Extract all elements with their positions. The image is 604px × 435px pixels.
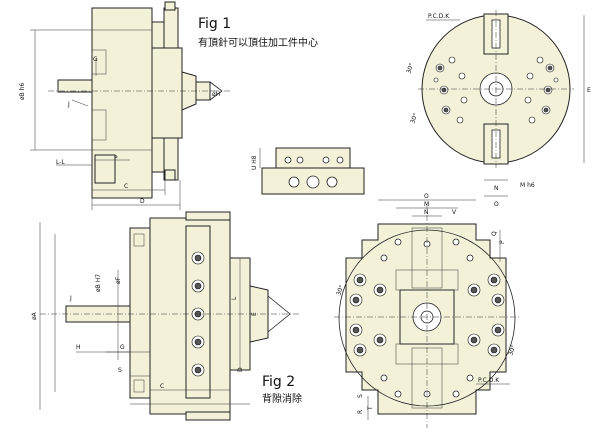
dim-P-fig2: P (499, 240, 506, 244)
dim-O-fig2: O (424, 193, 429, 200)
dim-angle-30-d: 30° (507, 344, 517, 356)
dim-phiB-h6: øB h6 (19, 83, 26, 100)
jaw-detail (259, 147, 365, 195)
dim-angle-30-b: 30° (409, 112, 419, 124)
dim-J-fig2: J (69, 295, 72, 302)
dim-J: J (67, 101, 70, 108)
fig2-title: Fig 2 (262, 374, 295, 390)
fig1-caption: 有頂針可以頂住加工件中心 (198, 36, 318, 49)
dim-P: P (114, 155, 118, 162)
fig1-title: Fig 1 (198, 16, 231, 32)
dim-U-H8: U H8 (251, 155, 258, 170)
dim-phiH: øH (212, 91, 220, 98)
dim-G: G (93, 56, 98, 63)
dim-PCD-K-fig2: P.C.D.K (478, 377, 500, 384)
dim-E-fig2: E (251, 312, 258, 316)
dim-N-fig1: N (494, 185, 499, 192)
fig1-face-view (418, 10, 585, 197)
dim-C: C (124, 183, 128, 190)
dim-S-fig2: S (118, 367, 122, 374)
dim-T-fig2: T (367, 406, 374, 411)
fig2-face-view (334, 199, 520, 428)
dim-S-fig2-face: S (357, 394, 364, 398)
dim-O-fig1: O (494, 201, 499, 208)
dim-E-fig1: E (587, 87, 591, 94)
dim-PCD-K-fig1: P.C.D.K (428, 13, 450, 20)
dim-M-h6: M h6 (520, 182, 535, 189)
dim-angle-30-a: 30° (405, 62, 415, 74)
dim-phiA-fig2: øA (31, 311, 38, 320)
dim-phiB-H7: øB H7 (95, 274, 102, 292)
dim-phiF: øF (115, 276, 122, 284)
dim-C-fig2: C (160, 383, 164, 390)
dim-Q-fig2: Q (491, 231, 498, 236)
dim-R-fig2: R (357, 410, 364, 414)
dim-G-fig2: G (120, 344, 125, 351)
fig2-side-view (39, 211, 300, 421)
dim-D: D (140, 198, 145, 205)
fig1-side-view (30, 1, 230, 210)
dim-L-L: L-L (56, 159, 65, 166)
dim-M-fig2: M (424, 201, 429, 208)
fig2-caption: 背隙消除 (262, 392, 302, 405)
dim-N-fig2: N (424, 209, 429, 216)
dim-angle-30-c: 30° (335, 284, 345, 296)
dim-V-fig2: V (452, 209, 457, 216)
dim-D-fig2: D (237, 367, 244, 372)
dim-H-fig2: H (76, 344, 81, 351)
dim-L-fig2: L (231, 296, 238, 300)
